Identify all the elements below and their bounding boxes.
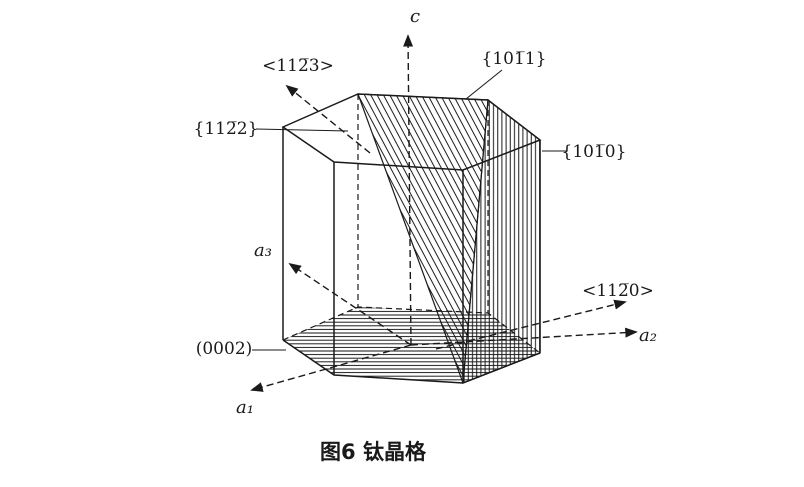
label-a3-axis: a₃ — [254, 240, 272, 261]
c-axis-arrow — [403, 34, 414, 346]
label-a1-axis: a₁ — [236, 397, 254, 418]
figure-caption: 图6 钛晶格 — [320, 440, 427, 464]
label-plane-1122: {112̅2} — [194, 119, 259, 139]
a3-axis-arrow — [288, 262, 412, 346]
label-plane-1010: {101̅0} — [562, 142, 627, 162]
label-c-axis: c — [410, 6, 420, 27]
bottom-hexagon-front-edges — [282, 339, 541, 384]
top-hexagon — [281, 93, 542, 171]
label-direction-1123: <112̅3> — [262, 56, 334, 76]
label-direction-1120: <112̅0> — [582, 281, 654, 301]
label-plane-0002: (0002) — [196, 339, 253, 359]
leader-plane-1122 — [255, 128, 349, 132]
direction-1123-arrow — [285, 84, 371, 154]
label-a2-axis: a₂ — [639, 325, 657, 346]
prism-hidden-vertical-edges — [357, 94, 489, 313]
label-plane-1011: {101̅1} — [482, 49, 547, 69]
prism-vertical-edges — [282, 127, 541, 383]
a1-axis-arrow — [250, 344, 412, 392]
a2-axis-arrow — [410, 327, 638, 346]
bottom-hexagon-back-edges — [282, 306, 541, 354]
leader-plane-1011 — [465, 69, 503, 100]
